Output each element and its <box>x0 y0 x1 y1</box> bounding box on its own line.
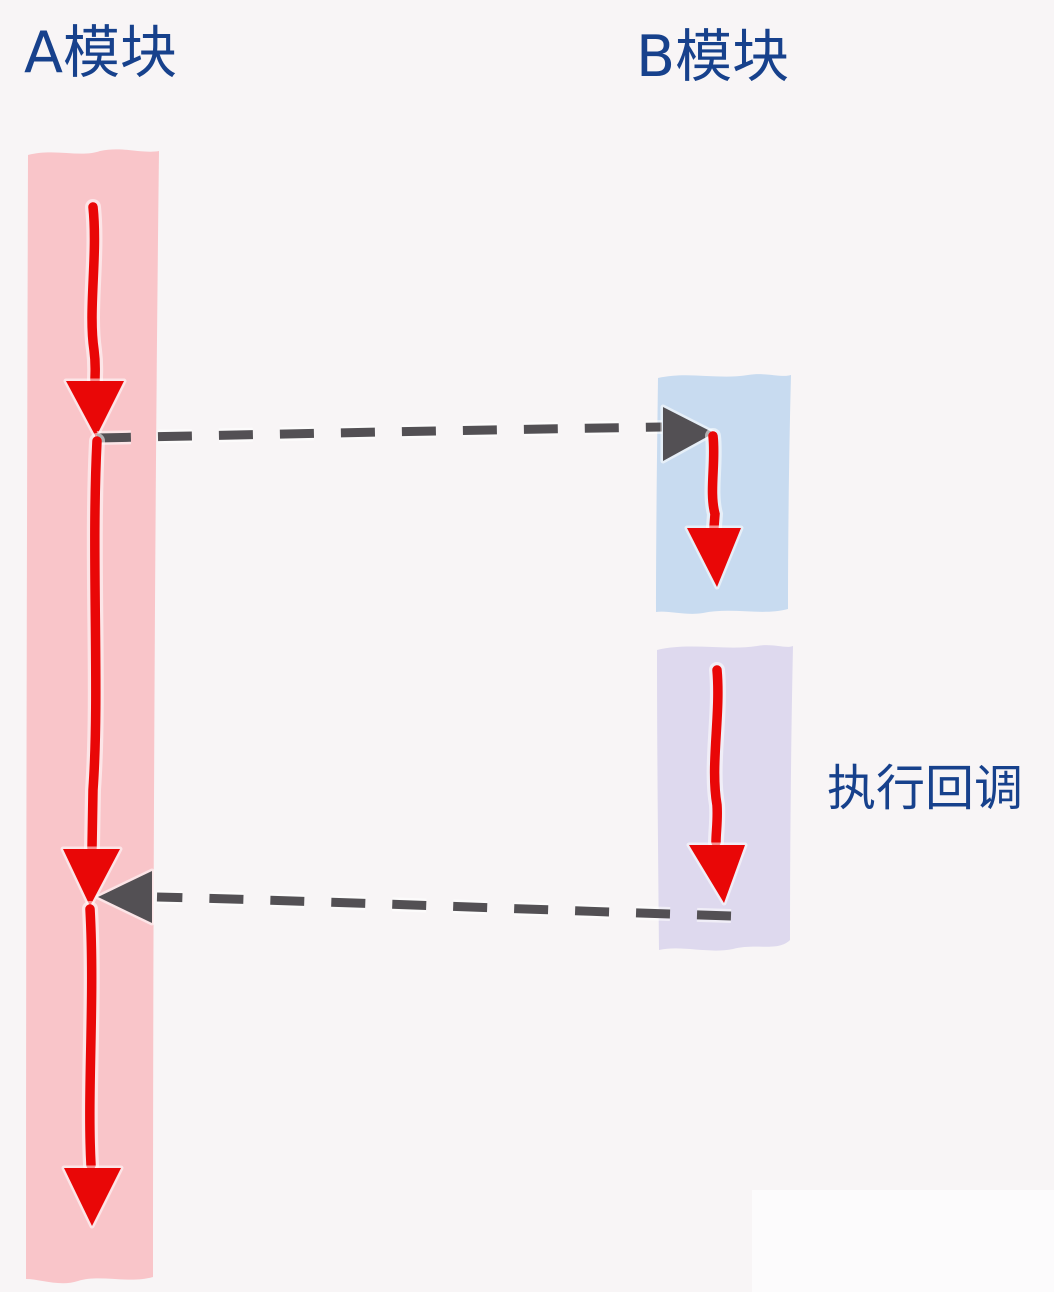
arrowhead-down-icon <box>60 846 123 909</box>
module-a-flow-arrow-2 <box>60 433 123 909</box>
arrowhead-down-icon <box>684 525 744 590</box>
module-b-call-flow-arrow <box>684 428 744 590</box>
flow-line <box>709 665 723 847</box>
module-b-callback-band <box>657 645 793 951</box>
callback-annotation: 执行回调 <box>827 760 1024 817</box>
module-a-title: A模块 <box>24 20 177 86</box>
flow-line <box>87 202 100 385</box>
arrowhead-down-icon <box>61 1165 124 1229</box>
flow-line <box>707 431 720 532</box>
flow-line <box>87 436 102 853</box>
module-b-title: B模块 <box>636 24 790 90</box>
dashed-call-line <box>96 422 663 443</box>
module-a-flow-arrow-1 <box>63 199 127 440</box>
module-a-flow-arrow-3 <box>61 901 124 1229</box>
arrowhead-right-icon <box>660 404 717 464</box>
arrowhead-down-icon <box>686 842 748 906</box>
module-b-callback-flow-arrow <box>686 662 748 906</box>
flow-line <box>85 904 97 1170</box>
arrowhead-left-icon <box>95 868 155 926</box>
background-patch <box>752 1190 1054 1292</box>
return-message-arrow <box>95 868 732 926</box>
module-b-call-band <box>656 374 791 614</box>
dashed-return-line <box>156 892 732 921</box>
arrowhead-down-icon <box>63 378 127 440</box>
call-message-arrow <box>96 404 717 464</box>
